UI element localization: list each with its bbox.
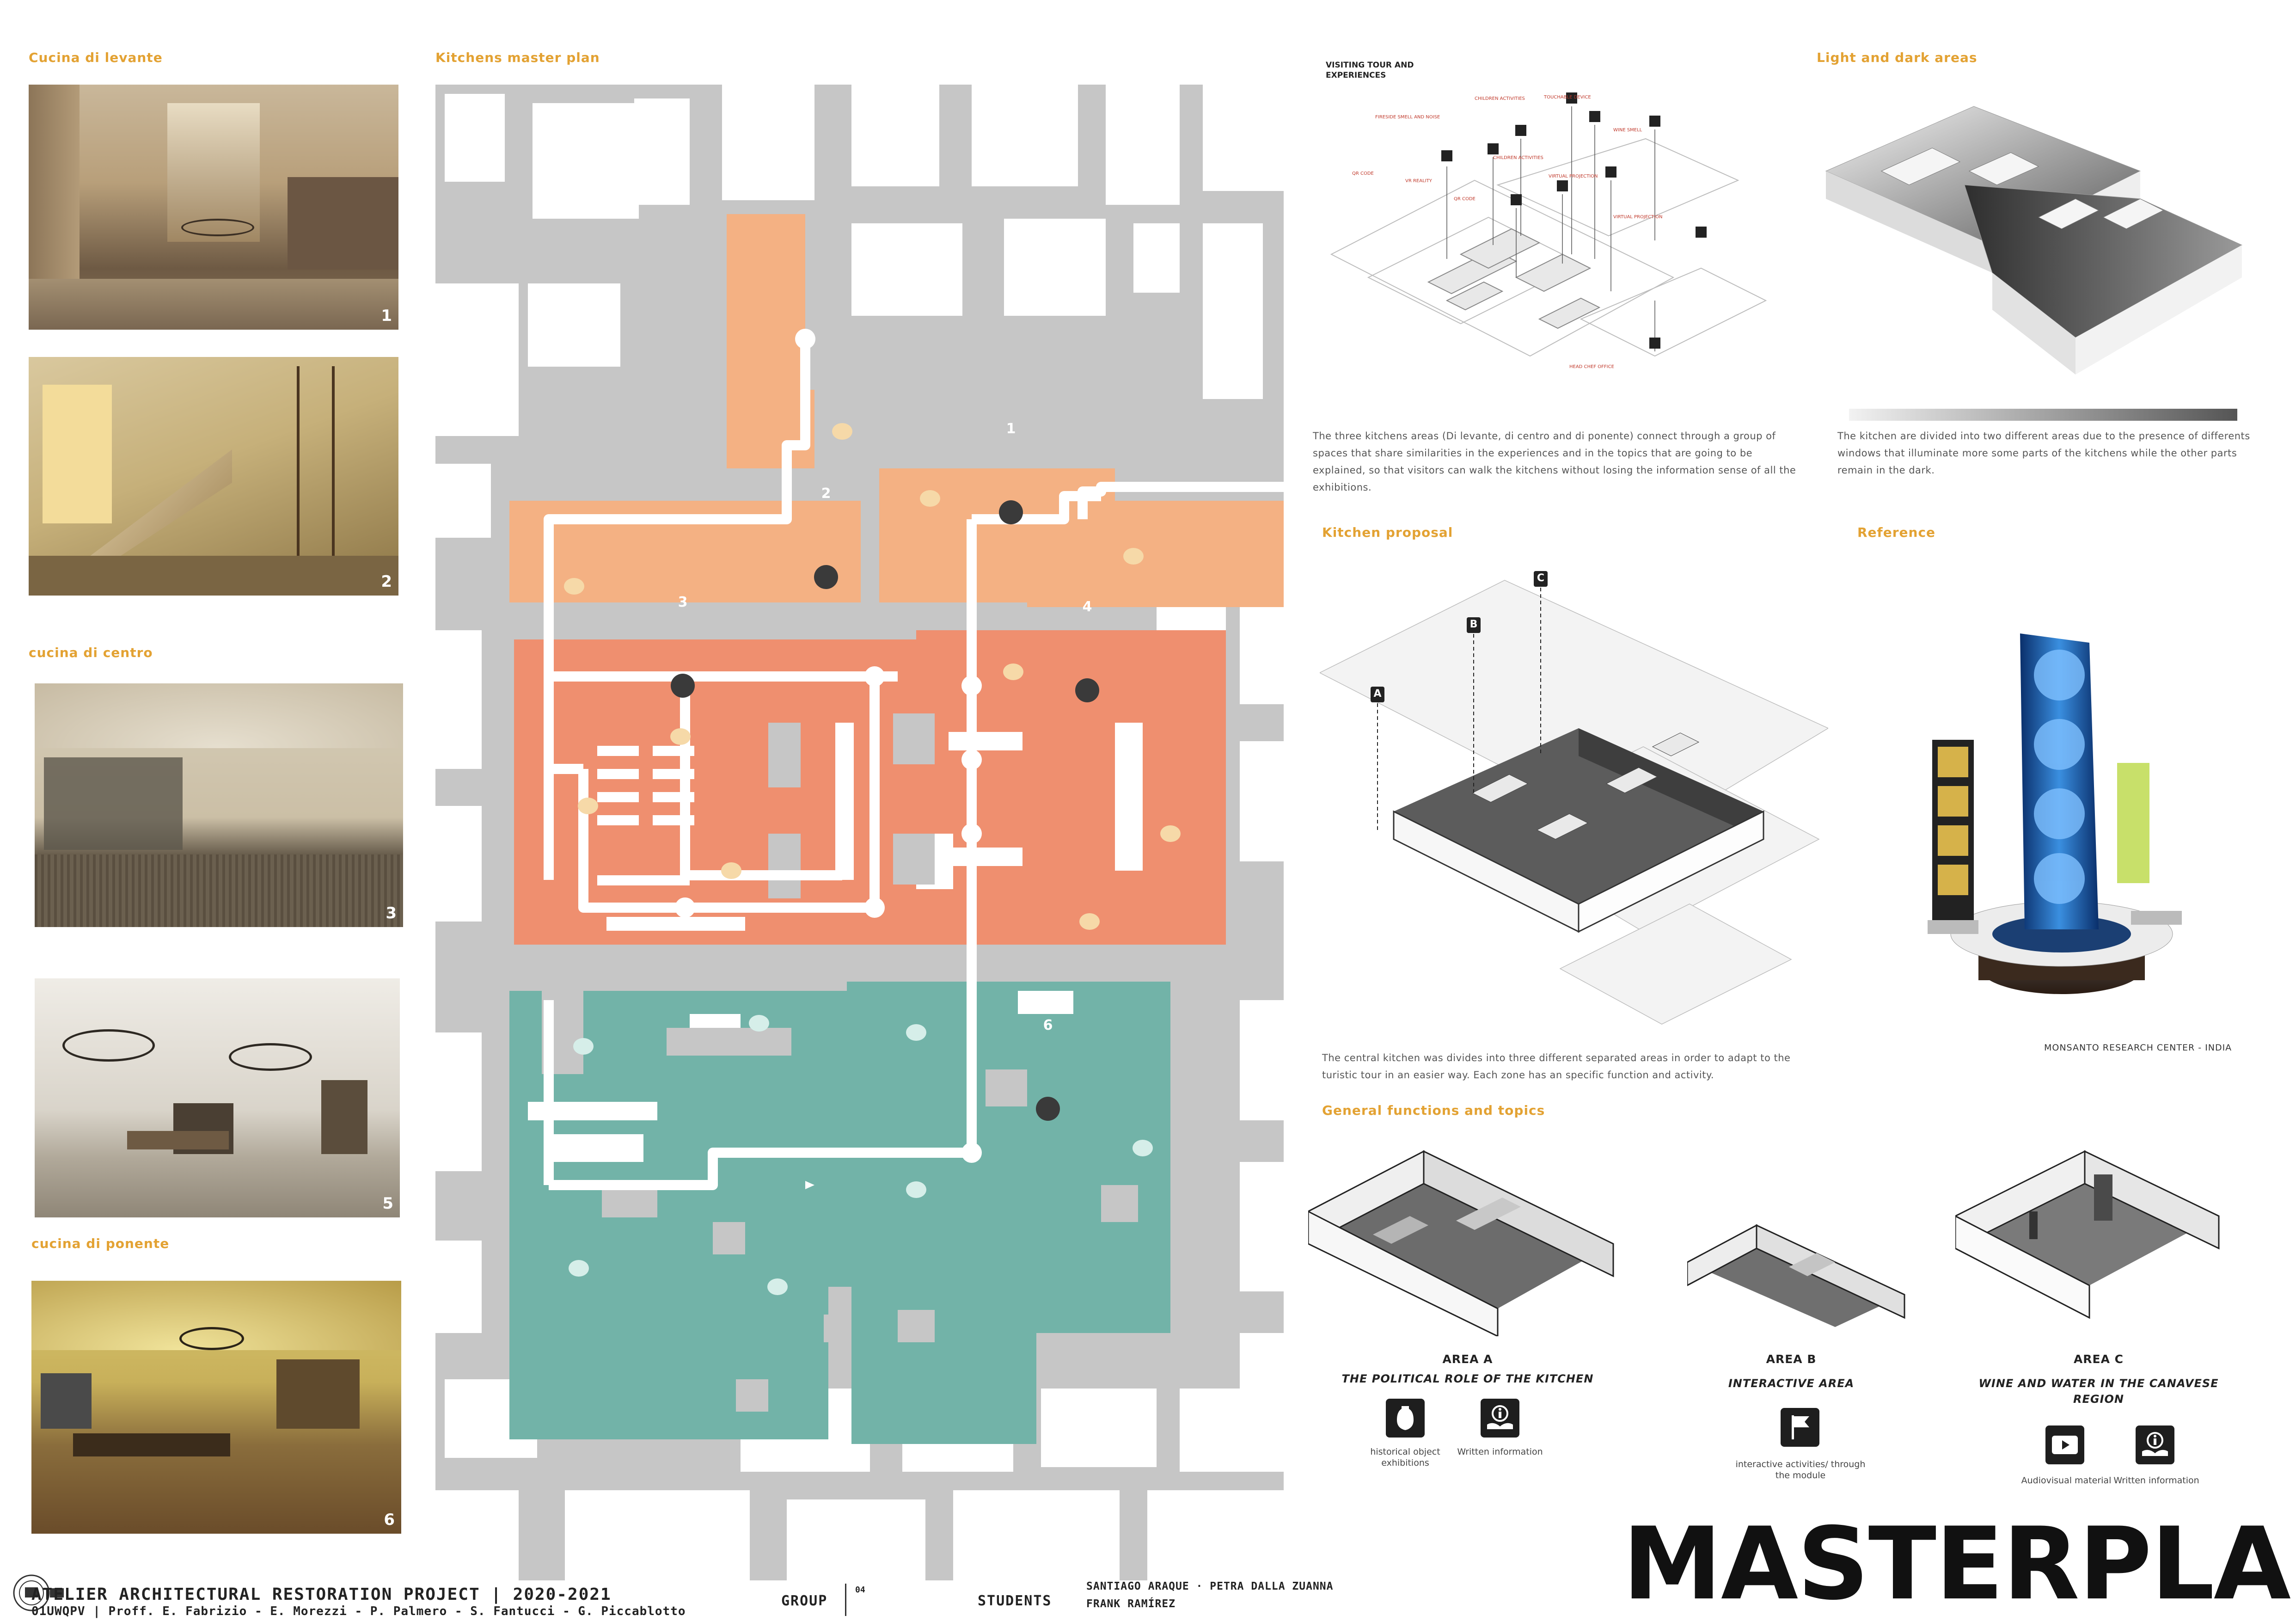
light-dark-gradient-bar	[1849, 409, 2237, 421]
kitchens-master-plan: 1 2 3 4 6	[435, 85, 1284, 1580]
proposal-description: The central kitchen was divides into thr…	[1322, 1052, 1791, 1081]
master-plan-title: Kitchens master plan	[435, 50, 600, 65]
area-c-axonometric	[1954, 1133, 2223, 1327]
flag-icon	[1781, 1408, 1819, 1447]
light-dark-description: The kitchen are divided into two differe…	[1837, 430, 2250, 476]
plan-marker-3: 3	[678, 594, 688, 610]
tour-description: The three kitchens areas (Di levante, di…	[1313, 430, 1796, 493]
plan-marker-6: 6	[1043, 1017, 1053, 1033]
info-hand-icon	[2136, 1425, 2174, 1464]
footer-students-line1: SANTIAGO ARAQUE · PETRA DALLA ZUANNA	[1086, 1580, 1334, 1592]
cucina-centro-title: cucina di centro	[29, 645, 153, 660]
tour-label-virtual-1: VIRTUAL PROJECTION	[1549, 174, 1598, 179]
tour-title: VISITING TOUR AND EXPERIENCES	[1326, 61, 1414, 80]
photo-number: 6	[384, 1511, 395, 1529]
proposal-marker-b: B	[1469, 619, 1478, 630]
tour-label-touchable: TOUCHABLE DEVICE	[1544, 95, 1591, 100]
tour-label-head-chef: HEAD CHEF OFFICE	[1569, 364, 1614, 369]
light-dark-axonometric	[1817, 79, 2251, 402]
tour-label-virtual-2: VIRTUAL PROJECTION	[1613, 215, 1663, 220]
area-a-topic: THE POLITICAL ROLE OF THE KITCHEN	[1341, 1372, 1594, 1385]
reference-caption: MONSANTO RESEARCH CENTER - INDIA	[2044, 1043, 2232, 1053]
reference-image-monsanto	[1914, 633, 2200, 1022]
plan-marker-2: 2	[821, 485, 831, 502]
tour-label-fireside: FIRESIDE SMELL AND NOISE	[1375, 115, 1440, 120]
proposal-marker-a: A	[1373, 688, 1382, 700]
light-dark-title: Light and dark areas	[1817, 50, 1978, 65]
footer-students-line2: FRANK RAMÍREZ	[1086, 1598, 1176, 1610]
kitchen-proposal-title: Kitchen proposal	[1322, 525, 1453, 540]
photo-number: 2	[381, 572, 392, 591]
area-b-icon1-label: interactive activities/ through the modu…	[1735, 1459, 1866, 1481]
plan-marker-4: 4	[1082, 599, 1092, 615]
area-a-icon1-label: historical object exhibitions	[1370, 1447, 1440, 1468]
amphora-icon	[1386, 1399, 1425, 1438]
plan-marker-1: 1	[1006, 421, 1016, 437]
area-b-axonometric	[1686, 1211, 1914, 1327]
footer-course: 01UWQPV | Proff. E. Fabrizio - E. Morezz…	[31, 1604, 686, 1618]
kitchen-proposal-axonometric	[1319, 553, 1829, 1052]
masterplan-big-title: MASTERPLAN	[1623, 1506, 2296, 1622]
kitchen-photo-5: 5	[35, 978, 400, 1217]
kitchen-photo-3: 3	[35, 683, 403, 927]
footer-group-label: GROUP	[781, 1593, 828, 1609]
tour-label-qr-1: QR CODE	[1352, 171, 1374, 176]
area-c-name: AREA C	[2073, 1352, 2124, 1366]
university-logo	[10, 1574, 66, 1617]
tour-label-children-1: CHILDREN ACTIVITIES	[1475, 96, 1525, 101]
photo-number: 5	[382, 1194, 393, 1213]
kitchen-photo-1: 1	[29, 85, 398, 330]
cucina-ponente-title: cucina di ponente	[31, 1236, 170, 1251]
photo-number: 1	[381, 307, 392, 325]
visiting-tour-axonometric	[1322, 60, 1784, 407]
info-hand-icon	[1481, 1399, 1519, 1438]
footer-project-title: ATELIER ARCHITECTURAL RESTORATION PROJEC…	[31, 1585, 612, 1604]
cucina-levante-title: Cucina di levante	[29, 50, 163, 65]
footer-group-number: 04	[855, 1585, 865, 1595]
tour-label-vr: VR REALITY	[1405, 178, 1432, 184]
proposal-marker-c: C	[1537, 572, 1545, 584]
tour-label-qr-2: QR CODE	[1454, 197, 1476, 202]
reference-title: Reference	[1857, 525, 1936, 540]
area-c-icon1-label: Audiovisual material	[2021, 1475, 2112, 1486]
area-a-axonometric	[1307, 1128, 1632, 1338]
area-b-topic: INTERACTIVE AREA	[1728, 1377, 1855, 1390]
area-c-topic: WINE AND WATER IN THE CANAVESE REGION	[1978, 1377, 2219, 1406]
photo-number: 3	[386, 904, 397, 922]
tour-label-children-2: CHILDREN ACTIVITIES	[1493, 155, 1543, 160]
general-functions-title: General functions and topics	[1322, 1103, 1545, 1118]
tour-label-wine-smell: WINE SMELL	[1613, 128, 1642, 133]
footer-divider	[845, 1584, 846, 1616]
kitchen-photo-6: 6	[31, 1281, 401, 1534]
footer-students-label: STUDENTS	[978, 1593, 1052, 1609]
area-c-icon2-label: Written information	[2113, 1475, 2199, 1486]
kitchen-photo-2: 2	[29, 357, 398, 596]
play-icon	[2045, 1425, 2084, 1464]
area-a-icon2-label: Written information	[1457, 1447, 1543, 1457]
area-b-name: AREA B	[1766, 1352, 1817, 1366]
area-a-name: AREA A	[1442, 1352, 1493, 1366]
